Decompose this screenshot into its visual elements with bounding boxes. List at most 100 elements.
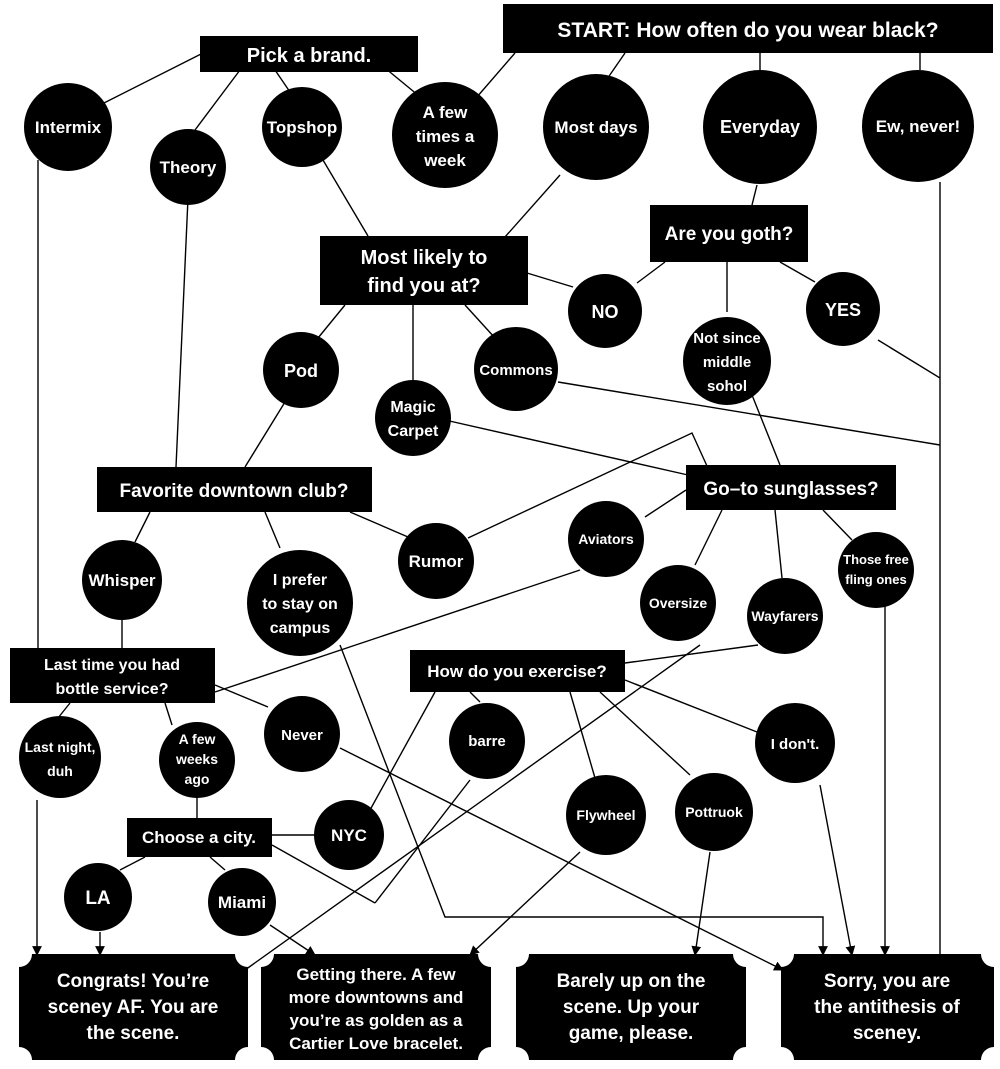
node-shape <box>543 74 649 180</box>
node-label: Intermix <box>35 118 102 137</box>
node-label: NYC <box>331 826 367 845</box>
node-pottruck: Pottruok <box>675 773 753 851</box>
edge-yes-sorry <box>877 339 945 968</box>
edge-pod-club <box>244 401 286 468</box>
node-shape <box>19 716 101 798</box>
node-those-free-fling-ones: Those free fling ones <box>838 532 914 608</box>
node-label: Whisper <box>88 571 155 590</box>
choose-city-label: Choose a city. <box>142 828 256 847</box>
node-la: LA <box>64 863 132 931</box>
exercise-label: How do you exercise? <box>427 662 607 681</box>
outcome-congrats: Congrats! You’re sceney AF. You are the … <box>19 954 248 1060</box>
node-shape <box>640 565 716 641</box>
node-shape <box>247 550 353 656</box>
node-shape <box>375 380 451 456</box>
node-label: Most days <box>554 118 637 137</box>
node-shape <box>261 954 491 1060</box>
node-label: scene. Up your <box>563 997 700 1018</box>
node-label: Congrats! You’re <box>57 971 209 992</box>
node-shape <box>675 773 753 851</box>
edge-goth-no <box>636 261 666 284</box>
node-aviators: Aviators <box>568 501 644 577</box>
edge-mostlikely-commons <box>464 304 496 339</box>
node-topshop: Topshop <box>262 87 342 167</box>
node-label: game, please. <box>569 1023 694 1044</box>
node-label: middle <box>703 354 751 371</box>
node-shape <box>516 954 746 1060</box>
node-label: I don't. <box>771 736 820 753</box>
node-shape <box>64 863 132 931</box>
node-label: Wayfarers <box>751 608 818 624</box>
node-shape <box>862 70 974 182</box>
node-label: week <box>423 151 466 170</box>
node-shape <box>781 954 994 1060</box>
node-barre: barre <box>449 703 525 779</box>
edge-exercise-nyc <box>369 691 436 811</box>
edge-bottle-lastnight <box>57 702 71 719</box>
outcome-barely: Barely up on the scene. Up your game, pl… <box>516 954 746 1060</box>
edge-pickbrand-theory <box>194 69 241 131</box>
node-shape <box>703 70 817 184</box>
node-i-dont: I don't. <box>755 703 835 783</box>
node-commons: Commons <box>474 327 558 411</box>
pick-brand-box: Pick a brand. <box>200 36 418 72</box>
node-label: sceney AF. You are <box>48 997 219 1018</box>
node-label: Commons <box>479 362 552 379</box>
node-shape <box>568 274 642 348</box>
node-label: Cartier Love bracelet. <box>289 1034 463 1053</box>
node-few-times-week: A few times a week <box>392 82 498 188</box>
node-shape <box>474 327 558 411</box>
edge-sunglasses-oversize <box>694 509 723 566</box>
edge-mostlikely-pod <box>317 304 346 339</box>
node-label: barre <box>468 733 506 750</box>
edge-topshop-mostlikely <box>319 154 369 237</box>
node-shape <box>449 703 525 779</box>
node-label: Aviators <box>578 531 634 547</box>
node-label: Magic <box>390 399 435 416</box>
node-label: Sorry, you are <box>824 971 950 992</box>
node-few-weeks-ago: A few weeks ago <box>159 722 235 798</box>
node-label: ago <box>185 771 210 787</box>
node-shape <box>806 272 880 346</box>
edge-wayfarers-exercise <box>624 644 759 664</box>
node-shape <box>410 650 625 692</box>
edge-campus-sorry <box>339 644 828 956</box>
node-label: NO <box>592 302 619 322</box>
edge-club-campus <box>264 511 281 549</box>
edge-sunglasses-freefling <box>822 509 853 541</box>
outcome-sorry: Sorry, you are the antithesis of sceney. <box>781 954 994 1060</box>
node-label: Pottruok <box>685 804 743 820</box>
node-shape <box>747 578 823 654</box>
edge-dont-sorry <box>819 784 856 956</box>
node-shape <box>683 317 771 405</box>
node-label: Those free <box>843 552 909 567</box>
node-most-days: Most days <box>543 74 649 180</box>
node-label: A few <box>423 103 468 122</box>
node-label: Not since <box>693 330 761 347</box>
connector-lines <box>32 51 945 976</box>
node-label: sohol <box>707 378 747 395</box>
node-shape <box>82 540 162 620</box>
edge-pottruck-barely <box>691 851 711 956</box>
node-shape <box>503 4 993 53</box>
node-label: I prefer <box>273 572 327 589</box>
edge-bottle-never <box>214 684 269 708</box>
node-label: LA <box>85 888 111 909</box>
edge-everyday-goth <box>751 184 758 206</box>
node-shape <box>686 465 896 510</box>
node-magic-carpet: Magic Carpet <box>375 380 451 456</box>
node-shape <box>838 532 914 608</box>
edge-theory-club <box>175 197 189 468</box>
node-miami: Miami <box>208 868 276 936</box>
node-label: you’re as golden as a <box>290 1011 463 1030</box>
edge-club-whisper <box>134 511 151 543</box>
edge-sunglasses-wayfarers <box>774 509 783 579</box>
start-box: START: How often do you wear black? <box>503 4 993 53</box>
edge-pickbrand-topshop <box>274 69 291 93</box>
node-label: Ew, never! <box>876 117 960 136</box>
edge-sunglasses-aviators <box>644 489 687 518</box>
node-shape <box>263 332 339 408</box>
edge-commons-right <box>557 381 941 446</box>
node-shape <box>314 800 384 870</box>
node-shape <box>159 722 235 798</box>
